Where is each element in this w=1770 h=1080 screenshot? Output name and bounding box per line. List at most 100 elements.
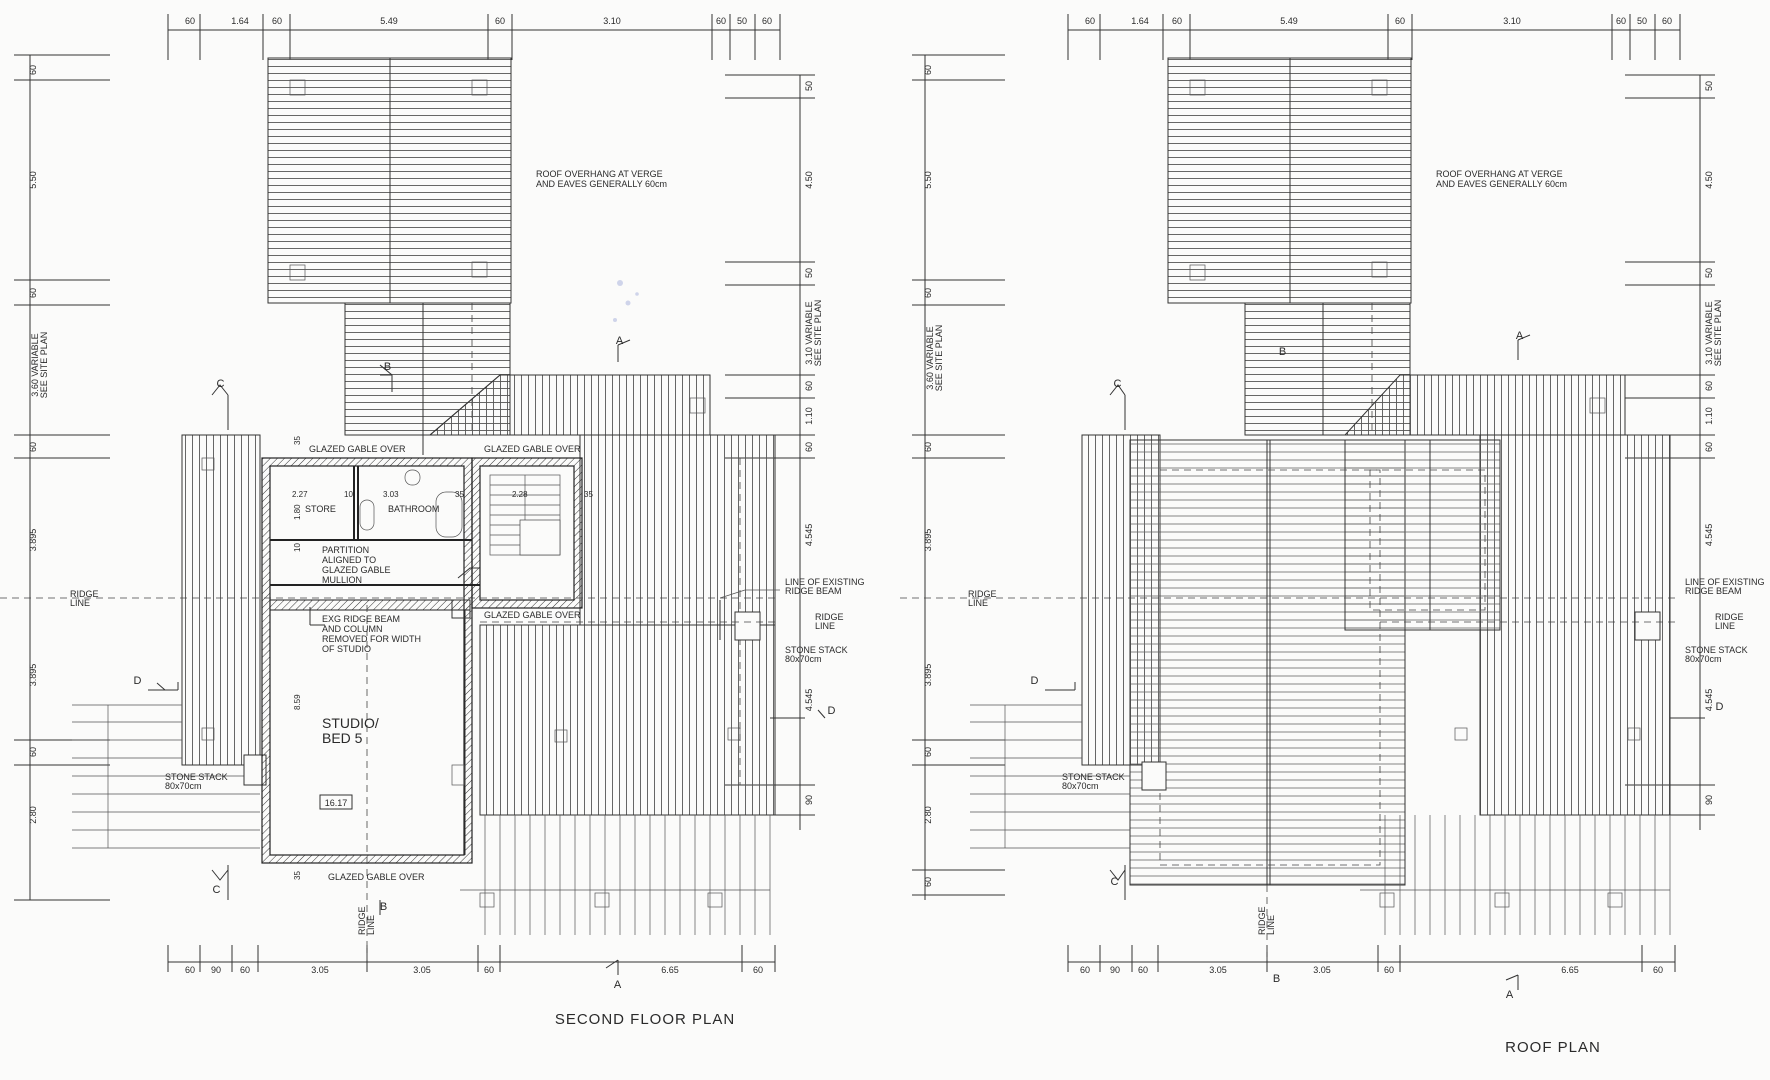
svg-text:LINE: LINE	[815, 621, 835, 631]
roof-section-D-right: D	[1716, 701, 1725, 713]
right-dim-2: 4.50	[804, 171, 814, 189]
roof-overhang-note: ROOF OVERHANG AT VERGE AND EAVES GENERAL…	[1436, 169, 1567, 189]
roof-section-A-bottom: A	[1506, 989, 1514, 1001]
right-roof-block	[579, 434, 776, 626]
section-D-left: D	[134, 675, 143, 687]
right-stone-stack	[734, 611, 761, 641]
left-dimension-chain	[14, 54, 110, 901]
svg-text:BED 5: BED 5	[322, 730, 363, 746]
svg-text:80x70cm: 80x70cm	[785, 654, 822, 664]
section-C-bottom: C	[213, 884, 222, 896]
roof-plan: 60 1.64 60 5.49 60 3.10 60 50 60 60 5.50…	[900, 14, 1765, 1056]
right-dim-9: 4.545	[804, 524, 814, 547]
bath-fixture	[435, 491, 463, 538]
svg-text:RIDGE: RIDGE	[815, 612, 844, 622]
section-B-bottom: B	[380, 901, 388, 913]
roof-bottom-dimension-chain	[1067, 945, 1676, 972]
svg-text:PARTITION: PARTITION	[322, 545, 369, 555]
bottom-right-slats	[460, 815, 771, 935]
svg-text:LINE OF EXISTING: LINE OF EXISTING	[1685, 577, 1765, 587]
section-A-bottom: A	[614, 979, 622, 991]
roof-left-dim-10: 2.80	[923, 806, 933, 824]
section-B-top: B	[384, 361, 392, 373]
roof-section-D-left: D	[1031, 675, 1040, 687]
inner-dim-4: 35	[455, 490, 464, 499]
inner-dim-8: 10	[293, 543, 302, 552]
svg-text:RIDGE: RIDGE	[70, 589, 99, 599]
roof-left-dim-2: 5.50	[923, 171, 933, 189]
svg-text:LINE: LINE	[968, 598, 988, 608]
left-dim-1: 60	[28, 65, 38, 75]
roof-right-dim-5: SEE SITE PLAN	[1713, 300, 1723, 367]
right-dim-5: SEE SITE PLAN	[813, 300, 823, 367]
ridge-line-right-label: RIDGE LINE	[815, 612, 844, 631]
studio-area: 16.17	[325, 798, 348, 808]
bottom-dim-1: 60	[185, 965, 195, 975]
left-dim-5: SEE SITE PLAN	[39, 332, 49, 399]
exg-ridge-note: EXG RIDGE BEAM AND COLUMN REMOVED FOR WI…	[322, 614, 421, 654]
bathroom-label: BATHROOM	[388, 504, 439, 514]
roof-bottom-dim-4: 3.05	[1209, 965, 1227, 975]
roof-top-dim-2: 1.64	[1131, 16, 1149, 26]
svg-text:RIDGE: RIDGE	[1257, 906, 1267, 935]
svg-text:GLAZED GABLE: GLAZED GABLE	[322, 565, 391, 575]
left-dim-8: 3.895	[28, 664, 38, 687]
roof-left-dimension-chain	[912, 54, 1005, 900]
left-dim-3: 60	[28, 288, 38, 298]
svg-text:LINE: LINE	[1266, 915, 1276, 935]
second-floor-plan: 60 1.64 60 5.49 60 3.10 60 50 60 60 5.50…	[0, 14, 865, 1028]
ridge-line-left-label: RIDGE LINE	[70, 589, 99, 608]
svg-text:80x70cm: 80x70cm	[1062, 781, 1099, 791]
stone-stack-left-label: STONE STACK 80x70cm	[165, 772, 228, 791]
roof-bottom-dim-8: 60	[1653, 965, 1663, 975]
roof-right-dim-6: 60	[1704, 381, 1714, 391]
roof-right-dim-4: 3.10 VARIABLE	[1704, 301, 1714, 364]
svg-text:STONE STACK: STONE STACK	[165, 772, 228, 782]
bottom-dim-2: 90	[211, 965, 221, 975]
bottom-dim-7: 6.65	[661, 965, 679, 975]
roof-right-stone-stack	[1634, 611, 1661, 641]
bottom-dimension-chain	[167, 945, 776, 972]
glazed-gable-label-3: GLAZED GABLE OVER	[484, 610, 581, 620]
bottom-dim-4: 3.05	[311, 965, 329, 975]
right-dim-11: 90	[804, 795, 814, 805]
store-label: STORE	[305, 504, 336, 514]
roof-stone-stack-left-label: STONE STACK 80x70cm	[1062, 772, 1125, 791]
roof-right-dim-7: 1.10	[1704, 407, 1714, 425]
right-dim-8: 60	[804, 442, 814, 452]
wc-fixture	[359, 499, 375, 531]
top-dim-6: 3.10	[603, 16, 621, 26]
svg-text:AND COLUMN: AND COLUMN	[322, 624, 383, 634]
svg-text:RIDGE BEAM: RIDGE BEAM	[785, 586, 842, 596]
inner-dim-0: 35	[293, 436, 302, 445]
right-dim-4: 3.10 VARIABLE	[804, 301, 814, 364]
svg-text:80x70cm: 80x70cm	[1685, 654, 1722, 664]
left-dim-9: 60	[28, 747, 38, 757]
roof-right-dim-8: 60	[1704, 442, 1714, 452]
roof-section-C-top: C	[1114, 378, 1123, 390]
section-marks	[148, 339, 826, 975]
svg-text:STONE STACK: STONE STACK	[1062, 772, 1125, 782]
basin-fixture	[404, 469, 421, 486]
roof-bottom-slats	[1360, 815, 1671, 935]
roof-left-dim-6: 60	[923, 442, 933, 452]
inner-dim-2: 10	[344, 490, 353, 499]
left-dim-2: 5.50	[28, 171, 38, 189]
roof-bottom-dim-1: 60	[1080, 965, 1090, 975]
top-dim-7: 60	[716, 16, 726, 26]
studio-label: STUDIO/ BED 5	[322, 715, 379, 746]
inner-dim-6: 35	[584, 490, 593, 499]
section-D-right: D	[828, 705, 837, 717]
bottom-dim-8: 60	[753, 965, 763, 975]
roof-top-dim-7: 60	[1616, 16, 1626, 26]
svg-text:AND EAVES GENERALLY 60cm: AND EAVES GENERALLY 60cm	[536, 179, 667, 189]
top-dim-5: 60	[495, 16, 505, 26]
svg-text:AND EAVES GENERALLY 60cm: AND EAVES GENERALLY 60cm	[1436, 179, 1567, 189]
right-dim-3: 50	[804, 268, 814, 278]
roof-left-dim-9: 60	[923, 747, 933, 757]
second-floor-title: SECOND FLOOR PLAN	[555, 1011, 735, 1028]
top-dim-3: 60	[272, 16, 282, 26]
roof-gable-cover	[1344, 439, 1501, 631]
right-dim-6: 60	[804, 381, 814, 391]
